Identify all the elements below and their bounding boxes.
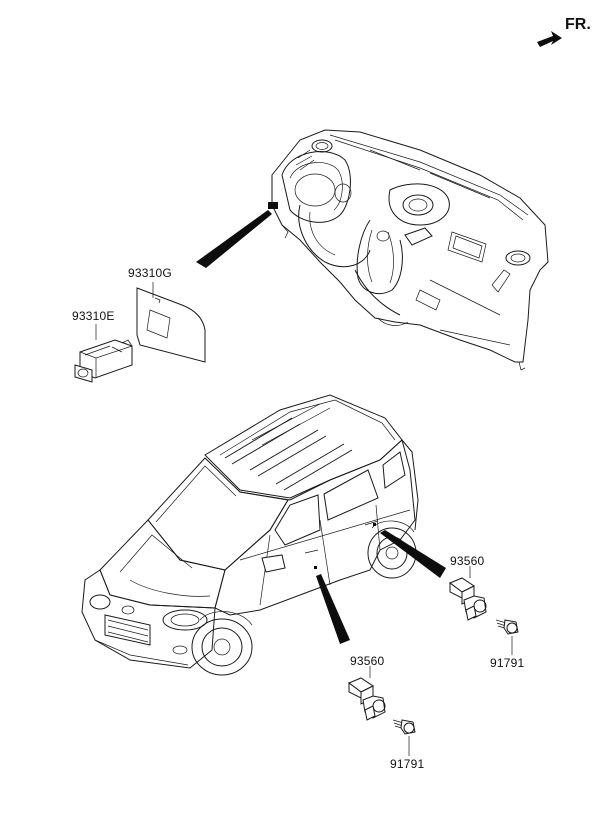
part-label-93310E: 93310E (72, 309, 115, 323)
front-direction-label: FR. (565, 16, 591, 33)
part-label-93560-left: 93560 (350, 654, 385, 668)
door-switch-93560-left (348, 677, 386, 721)
part-label-93560-right: 93560 (450, 554, 485, 568)
part-label-91791-right: 91791 (490, 656, 525, 670)
screw-91791-left (392, 719, 416, 735)
leader-arrow-icon (380, 530, 446, 578)
part-label-93310G: 93310G (128, 266, 172, 280)
dashboard-panel (268, 129, 549, 371)
cover-93310G (136, 287, 206, 363)
leader-arrow-icon (316, 574, 350, 644)
door-switch-93560-right (449, 577, 487, 621)
screw-91791-right (495, 619, 519, 635)
vehicle-illustration (81, 394, 419, 676)
leader-arrow-icon (196, 210, 272, 268)
front-direction-arrow-icon (537, 31, 562, 47)
switch-93310E (74, 339, 133, 383)
part-label-91791-left: 91791 (390, 757, 425, 771)
